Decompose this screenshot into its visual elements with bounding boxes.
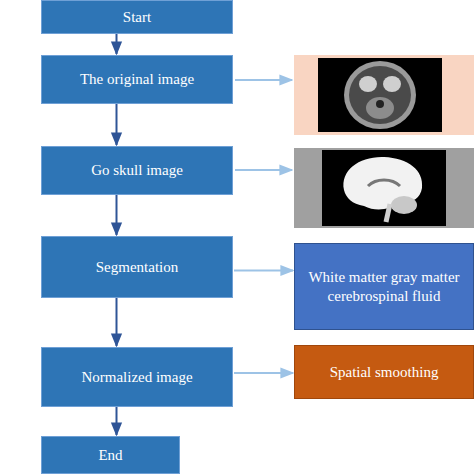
node-label: Segmentation (88, 256, 187, 279)
process-box: Go skull image (41, 146, 233, 195)
result-box: Spatial smoothing (294, 345, 474, 399)
node-label: The original image (72, 68, 202, 91)
flow-arrow (116, 104, 118, 145)
process-box: Segmentation (41, 236, 233, 298)
flow-arrow (116, 407, 118, 435)
node-label: End (90, 444, 130, 467)
axial-brain-image (294, 55, 474, 135)
node-label: Spatial smoothing (322, 361, 447, 384)
node-label: Start (115, 6, 159, 29)
terminal-box: Start (41, 0, 233, 34)
process-box: The original image (41, 55, 233, 104)
flow-arrow (116, 34, 118, 54)
leader-arrow (235, 169, 292, 171)
result-box: White matter gray matter cerebrospinal f… (294, 243, 474, 330)
node-label: White matter gray matter cerebrospinal f… (295, 266, 473, 308)
node-label: Normalized image (73, 366, 200, 389)
sagittal-brain-image (294, 148, 474, 228)
flow-arrow (116, 298, 118, 346)
terminal-box: End (41, 436, 180, 474)
leader-arrow (235, 79, 292, 81)
process-box: Normalized image (41, 347, 233, 407)
flow-arrow (116, 195, 118, 235)
node-label: Go skull image (83, 159, 191, 182)
flow-arrow (234, 372, 293, 374)
flow-arrow (234, 270, 293, 272)
